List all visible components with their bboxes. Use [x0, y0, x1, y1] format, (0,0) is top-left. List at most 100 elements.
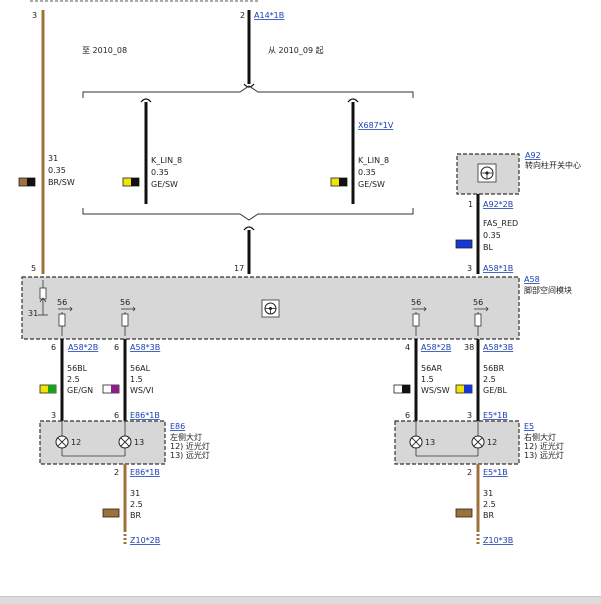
- e86-ground-signal: 31: [130, 489, 140, 498]
- e86-ground-code: BR: [130, 511, 141, 520]
- branch4-code: GE/BL: [483, 386, 507, 395]
- bulb-icon: [55, 421, 69, 456]
- a92-name: 转向柱开关中心: [525, 160, 581, 170]
- fas-size: 0.35: [483, 231, 501, 240]
- a58-s3-label: 56: [411, 298, 421, 307]
- connector-x687[interactable]: X687*1V: [358, 121, 394, 130]
- a58-name: 脚部空间模块: [524, 285, 572, 295]
- branch1-pin: 6: [51, 343, 56, 352]
- e5-id[interactable]: E5: [524, 422, 534, 431]
- a58-s2-label: 56: [120, 298, 130, 307]
- klin-right-code: GE/SW: [358, 180, 385, 189]
- e5-ground-size: 2.5: [483, 500, 496, 509]
- a58-id[interactable]: A58: [524, 275, 540, 284]
- connector-a58-2b-left[interactable]: A58*2B: [68, 343, 98, 352]
- swatch-wssw-stripe: [402, 385, 410, 393]
- connector-a92-2b[interactable]: A92*2B: [483, 200, 513, 209]
- a58-output-switch-2: [121, 306, 136, 336]
- swatch-wsvi-stripe: [111, 385, 119, 393]
- branch1-code: GE/GN: [67, 386, 93, 395]
- wire-break-mid: [243, 226, 255, 231]
- connector-z10-3b[interactable]: Z10*3B: [483, 536, 513, 545]
- branch1-signal: 56BL: [67, 364, 88, 373]
- connector-e5-1b-bottom[interactable]: E5*1B: [483, 468, 508, 477]
- brace-top: [82, 85, 414, 98]
- klin-left-code: GE/SW: [151, 180, 178, 189]
- connector-a58-3b-right[interactable]: A58*3B: [483, 343, 513, 352]
- bulb-icon: [409, 421, 423, 456]
- steering-wheel-icon: [480, 166, 494, 180]
- branch3-pin: 4: [405, 343, 410, 352]
- connector-a58-2b-right[interactable]: A58*2B: [421, 343, 451, 352]
- a58-output-switch-3: [412, 306, 427, 336]
- branch2-code: WS/VI: [130, 386, 154, 395]
- top-pin-right: 2: [240, 11, 245, 20]
- a58-output-switch-4: [474, 306, 489, 336]
- wire-break-left: [140, 98, 152, 103]
- brace-bottom: [82, 208, 414, 221]
- e5-line1: 12) 近光灯: [524, 441, 564, 451]
- connector-z10-2b[interactable]: Z10*2B: [130, 536, 160, 545]
- branch2-size: 1.5: [130, 375, 143, 384]
- e86-pin-out: 2: [114, 468, 119, 477]
- e86-pin-in-right: 6: [114, 411, 119, 420]
- e86-ground-size: 2.5: [130, 500, 143, 509]
- klin-left-size: 0.35: [151, 168, 169, 177]
- e86-lamp-a: 12: [71, 438, 81, 447]
- bottom-bar: [0, 596, 601, 604]
- klin-right-signal: K_LIN_8: [358, 156, 389, 165]
- note-after: 从 2010_09 起: [268, 46, 324, 55]
- a58-ground-switch: [38, 280, 48, 316]
- e5-pin-out: 2: [467, 468, 472, 477]
- swatch-gesw-left-stripe: [131, 178, 139, 186]
- e5-name: 右侧大灯: [524, 432, 556, 442]
- branch4-size: 2.5: [483, 375, 496, 384]
- e86-id[interactable]: E86: [170, 422, 185, 431]
- branch2-signal: 56AL: [130, 364, 151, 373]
- a58-s1-label: 56: [57, 298, 67, 307]
- swatch-black-stripe: [27, 178, 35, 186]
- branch3-size: 1.5: [421, 375, 434, 384]
- brown-code: BR/SW: [48, 178, 75, 187]
- e5-pin-in-left: 6: [405, 411, 410, 420]
- e5-lamp-b: 12: [487, 438, 497, 447]
- e86-lamp-b: 13: [134, 438, 144, 447]
- klin-right-size: 0.35: [358, 168, 376, 177]
- branch1-size: 2.5: [67, 375, 80, 384]
- a58-pin-17: 17: [234, 264, 244, 273]
- fas-signal: FAS_RED: [483, 219, 518, 228]
- top-pin-left: 3: [32, 11, 37, 20]
- e86-name: 左侧大灯: [170, 432, 202, 442]
- connector-a58-1b[interactable]: A58*1B: [483, 264, 513, 273]
- swatch-gegn-stripe: [48, 385, 56, 393]
- e86-line1: 12) 近光灯: [170, 441, 210, 451]
- e5-ground-code: BR: [483, 511, 494, 520]
- e86-pin-in-left: 3: [51, 411, 56, 420]
- swatch-gesw-right-stripe: [339, 178, 347, 186]
- swatch-brown-e5: [455, 508, 473, 518]
- branch3-signal: 56AR: [421, 364, 443, 373]
- brown-size: 0.35: [48, 166, 66, 175]
- a58-ground-label: 31: [28, 309, 38, 318]
- wire-break-top: [243, 83, 255, 88]
- a58-pin-5: 5: [31, 264, 36, 273]
- e5-lamp-a: 13: [425, 438, 435, 447]
- branch2-pin: 6: [114, 343, 119, 352]
- fas-code: BL: [483, 243, 493, 252]
- a58-pin-3: 3: [467, 264, 472, 273]
- top-connector-a14[interactable]: A14*1B: [254, 11, 284, 20]
- klin-left-signal: K_LIN_8: [151, 156, 182, 165]
- connector-a58-3b-left[interactable]: A58*3B: [130, 343, 160, 352]
- connector-e86-1b-bottom[interactable]: E86*1B: [130, 468, 160, 477]
- e5-ground-signal: 31: [483, 489, 493, 498]
- e5-line2: 13) 远光灯: [524, 450, 564, 460]
- bulb-icon: [118, 421, 132, 456]
- wire-break-right: [347, 98, 359, 103]
- a92-id[interactable]: A92: [525, 151, 541, 160]
- connector-e86-1b-top[interactable]: E86*1B: [130, 411, 160, 420]
- bulb-icon: [471, 421, 485, 456]
- brown-signal: 31: [48, 154, 58, 163]
- e86-line2: 13) 远光灯: [170, 450, 210, 460]
- connector-e5-1b-top[interactable]: E5*1B: [483, 411, 508, 420]
